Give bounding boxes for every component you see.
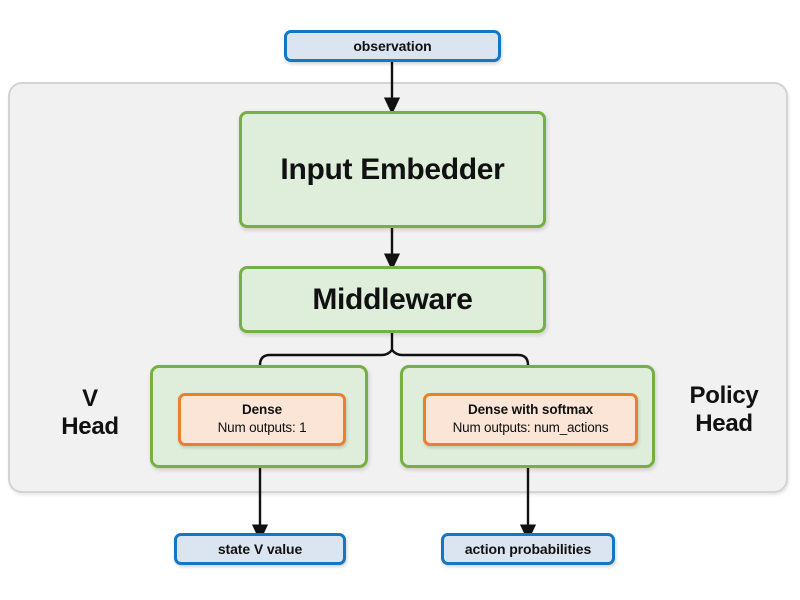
v-head-dense-layer[interactable]: Dense Num outputs: 1 [178,393,346,446]
input-embedder-box[interactable]: Input Embedder [239,111,546,228]
policy-head-caption-line1: Policy [689,382,759,409]
observation-label: observation [353,38,432,54]
middleware-label: Middleware [312,282,473,316]
policy-head-caption: Policy Head [664,382,784,439]
policy-head-container[interactable]: Dense with softmax Num outputs: num_acti… [400,365,655,468]
policy-head-caption-line2: Head [695,410,753,438]
v-head-dense-subtitle: Num outputs: 1 [217,420,307,436]
action-probabilities-output-box[interactable]: action probabilities [441,533,615,565]
observation-input-box[interactable]: observation [284,30,501,62]
policy-head-dense-softmax-layer[interactable]: Dense with softmax Num outputs: num_acti… [423,393,638,446]
policy-head-dense-subtitle: Num outputs: num_actions [452,420,609,436]
v-head-caption-line1: V [82,385,98,412]
v-head-caption-line2: Head [61,413,119,441]
middleware-box[interactable]: Middleware [239,266,546,333]
state-v-value-output-box[interactable]: state V value [174,533,346,565]
v-head-dense-title: Dense [241,402,283,418]
input-embedder-label: Input Embedder [280,152,505,186]
policy-head-dense-title: Dense with softmax [468,402,593,418]
action-probabilities-label: action probabilities [464,541,592,557]
v-head-container[interactable]: Dense Num outputs: 1 [150,365,368,468]
v-head-caption: V Head [35,385,145,442]
state-v-value-label: state V value [217,541,303,557]
